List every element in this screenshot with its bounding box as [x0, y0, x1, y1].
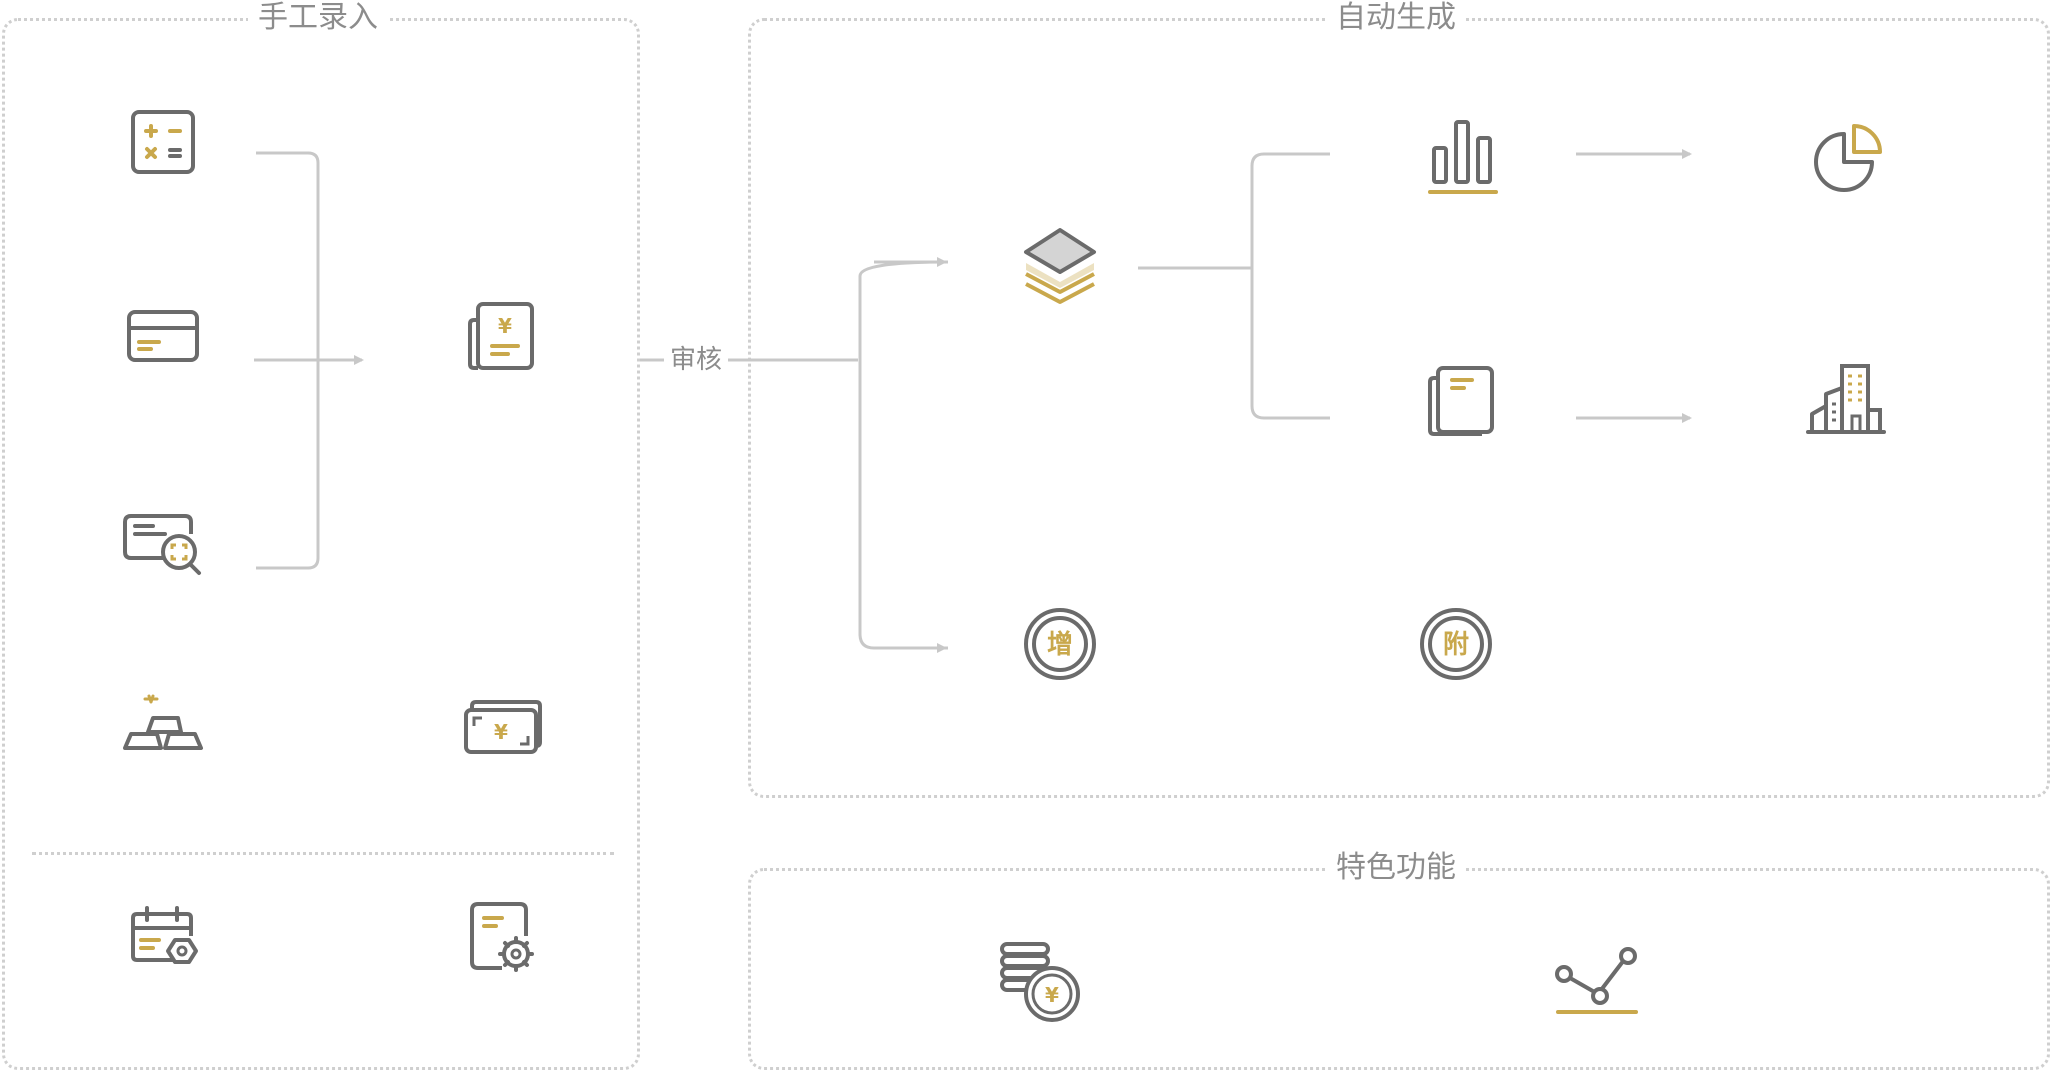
vat-coin-glyph: 增	[1047, 629, 1073, 660]
review-label: 审核	[664, 344, 729, 374]
card-scan-icon	[113, 494, 213, 594]
yuan-document-glyph: ¥	[498, 314, 512, 338]
auto-generate-title: 自动生成	[1326, 0, 1466, 36]
vat-coin-icon: 增	[1010, 594, 1110, 694]
layers-icon	[1010, 220, 1110, 320]
pie-chart-icon	[1796, 108, 1896, 208]
buildings-icon	[1796, 350, 1896, 450]
manual-entry-title: 手工录入	[248, 0, 388, 36]
surtax-coin-icon: 附	[1406, 594, 1506, 694]
special-features-title: 特色功能	[1326, 850, 1466, 886]
calculator-icon	[113, 92, 213, 192]
manual-entry-divider	[32, 852, 614, 855]
documents-icon	[1412, 350, 1512, 450]
calendar-settings-icon	[113, 886, 213, 986]
yuan-document-icon: ¥	[450, 286, 550, 386]
bank-card-icon	[113, 286, 213, 386]
banknote-icon: ¥	[450, 680, 550, 780]
coins-yuan-icon: ¥	[990, 930, 1090, 1030]
surtax-coin-glyph: 附	[1443, 630, 1469, 660]
document-settings-icon	[450, 886, 550, 986]
gold-bars-icon	[113, 680, 213, 780]
coins-yuan-glyph: ¥	[1045, 983, 1059, 1007]
banknote-glyph: ¥	[494, 720, 508, 744]
bar-chart-icon	[1412, 104, 1512, 204]
trend-line-icon	[1546, 930, 1646, 1030]
